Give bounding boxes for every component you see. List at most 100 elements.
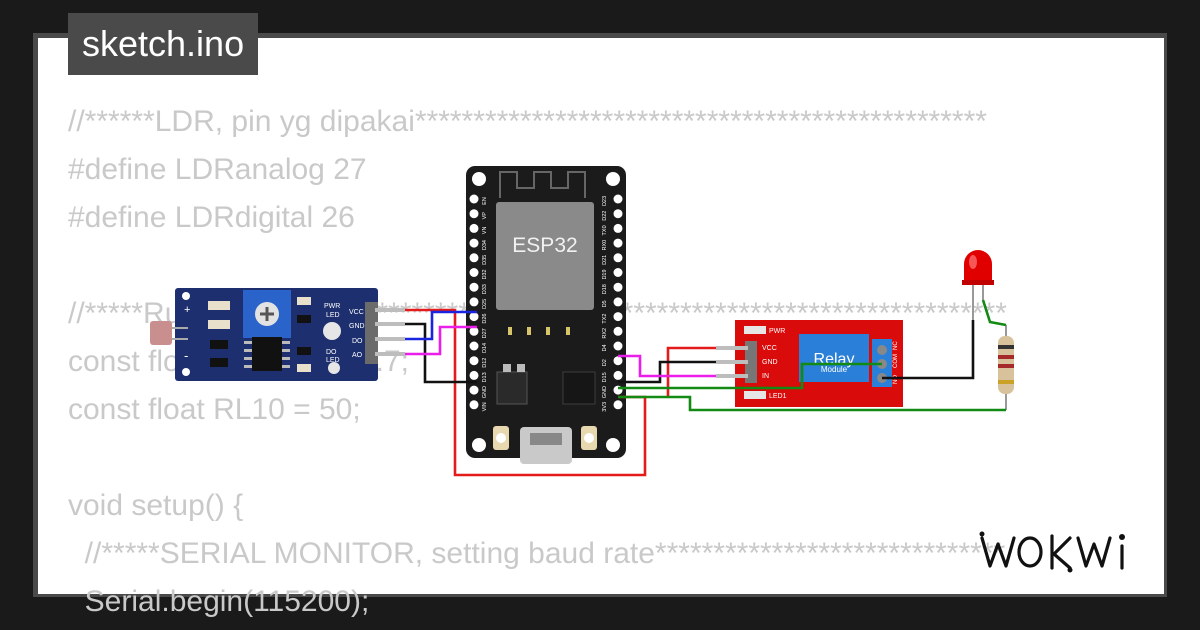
esp32-pin-label: GND (482, 386, 488, 398)
esp32-pin-d4[interactable] (613, 341, 623, 351)
esp32-pin-label: D34 (482, 240, 488, 250)
esp32-pin-d33[interactable] (469, 282, 479, 292)
esp32-pin-label: RX0 (602, 240, 608, 251)
esp32-pin-label: D33 (482, 284, 488, 294)
wire-relay-gnd[interactable] (618, 360, 716, 384)
wire-led-relay[interactable] (882, 320, 975, 380)
esp32-pin-label: TX0 (602, 225, 608, 235)
svg-text:Module: Module (821, 365, 848, 374)
esp32-pin-label: RX2 (602, 328, 608, 339)
esp32-pin-label: D15 (602, 372, 608, 382)
svg-text:LED: LED (326, 312, 340, 319)
esp32-pin-d19[interactable] (613, 268, 623, 277)
svg-text:VCC: VCC (762, 345, 777, 352)
relay-block (799, 334, 869, 382)
esp32-pin-d15[interactable] (613, 370, 623, 380)
esp32-pin-label: D18 (602, 284, 608, 294)
ldr-module[interactable]: + - PWR LED DO LED VCC GND DO AO (150, 288, 405, 381)
code-line: #define LDRdigital 26 (68, 201, 355, 234)
esp32-pin-label: D35 (482, 255, 488, 265)
esp32-pin-label: D22 (602, 211, 608, 221)
esp32-pin-label: EN (482, 197, 488, 205)
svg-text:NC: NC (893, 341, 899, 350)
esp32-pin-d26[interactable] (469, 312, 479, 322)
regulator (496, 371, 528, 405)
antenna-trace (499, 171, 586, 198)
esp32-left-header[interactable]: ENVPVND34D35D32D33D25D26D27D14D12D13GNDV… (469, 194, 489, 412)
esp32-pin-label: D27 (482, 328, 488, 338)
esp32-pin-vn[interactable] (469, 223, 479, 233)
esp32-pin-vp[interactable] (469, 209, 479, 219)
esp32-pin-label: GND (602, 386, 608, 398)
esp32-pin-d12[interactable] (469, 356, 479, 366)
esp32-pin-label: D13 (482, 372, 488, 382)
esp32-pin-label: VP (482, 212, 488, 220)
do-led (328, 362, 340, 374)
resistor[interactable] (998, 325, 1014, 410)
esp32-pin-d13[interactable] (469, 370, 479, 380)
svg-text:IN: IN (762, 373, 769, 380)
esp32-pin-d25[interactable] (469, 297, 479, 307)
esp32-pin-d32[interactable] (469, 268, 479, 277)
svg-text:GND: GND (762, 359, 778, 366)
wire-relay-com[interactable] (618, 362, 882, 390)
esp32-pin-d35[interactable] (469, 253, 479, 263)
wire-led-resistor[interactable] (981, 299, 1007, 327)
wire-ldr-ao[interactable] (405, 325, 477, 356)
esp32-pin-d5[interactable] (613, 297, 623, 307)
svg-text:PWR: PWR (769, 328, 785, 335)
svg-text:-: - (184, 348, 188, 363)
wire-3v3-resistor[interactable] (618, 395, 1006, 412)
usb-uart-chip (562, 371, 596, 405)
esp32-pin-label: D2 (602, 359, 608, 366)
esp32-pin-label: D32 (482, 269, 488, 279)
esp32-pin-gnd[interactable] (469, 385, 479, 395)
esp32-pin-label: D14 (482, 343, 488, 353)
esp32-pin-d21[interactable] (613, 253, 623, 263)
red-led[interactable] (962, 250, 994, 320)
esp32-pin-label: D19 (602, 269, 608, 279)
svg-text:LED: LED (326, 357, 340, 364)
esp32-pin-label: D12 (482, 358, 488, 368)
esp32-pin-d18[interactable] (613, 282, 623, 292)
esp32-pin-en[interactable] (469, 194, 479, 204)
esp32-pin-d2[interactable] (613, 356, 623, 366)
esp32-pin-d22[interactable] (613, 209, 623, 219)
code-line: //******LDR, pin yg dipakai*************… (68, 105, 987, 138)
esp32-right-header[interactable]: D23D22TX0RX0D21D19D18D5TX2RX2D4D2D15GND3… (602, 194, 623, 412)
esp32-pin-label: D4 (602, 344, 608, 351)
svg-text:GND: GND (349, 323, 365, 330)
esp32-pin-label: VN (482, 227, 488, 235)
svg-text:LED1: LED1 (769, 393, 787, 400)
esp32-pin-label: D21 (602, 255, 608, 265)
esp32-pin-tx2[interactable] (613, 312, 623, 322)
wire-relay-vcc[interactable] (666, 346, 716, 397)
wire-ldr-do[interactable] (405, 310, 477, 341)
esp32-pin-label: D5 (602, 300, 608, 307)
esp32-pin-rx0[interactable] (613, 238, 623, 248)
esp32-pin-d23[interactable] (613, 194, 623, 204)
esp32-board[interactable]: ESP32 ENVPVND34D35D32D33D25D26D27D14D12D… (466, 166, 626, 464)
esp32-pin-tx0[interactable] (613, 223, 623, 233)
file-tab[interactable]: sketch.ino (68, 13, 259, 75)
esp32-shield (496, 202, 594, 310)
pwr-led (323, 322, 341, 340)
svg-text:AO: AO (352, 352, 363, 359)
esp32-pin-d14[interactable] (469, 341, 479, 351)
esp32-pin-3v3[interactable] (613, 400, 623, 410)
esp32-pin-d34[interactable] (469, 238, 479, 248)
svg-text:NO: NO (893, 375, 899, 384)
svg-text:COM: COM (893, 354, 899, 368)
esp32-pin-vin[interactable] (469, 400, 479, 410)
wokwi-logo (979, 531, 1125, 573)
esp32-pin-label: TX2 (602, 314, 608, 324)
esp32-pin-label: 3V3 (602, 402, 608, 412)
wire-relay-in[interactable] (618, 354, 716, 378)
esp32-pin-rx2[interactable] (613, 326, 623, 336)
esp32-pin-d27[interactable] (469, 326, 479, 336)
code-line: #define LDRanalog 27 (68, 153, 367, 186)
svg-text:DO: DO (326, 349, 337, 356)
svg-text:DO: DO (352, 338, 363, 345)
code-line: const float RL10 = 50; (68, 393, 361, 426)
